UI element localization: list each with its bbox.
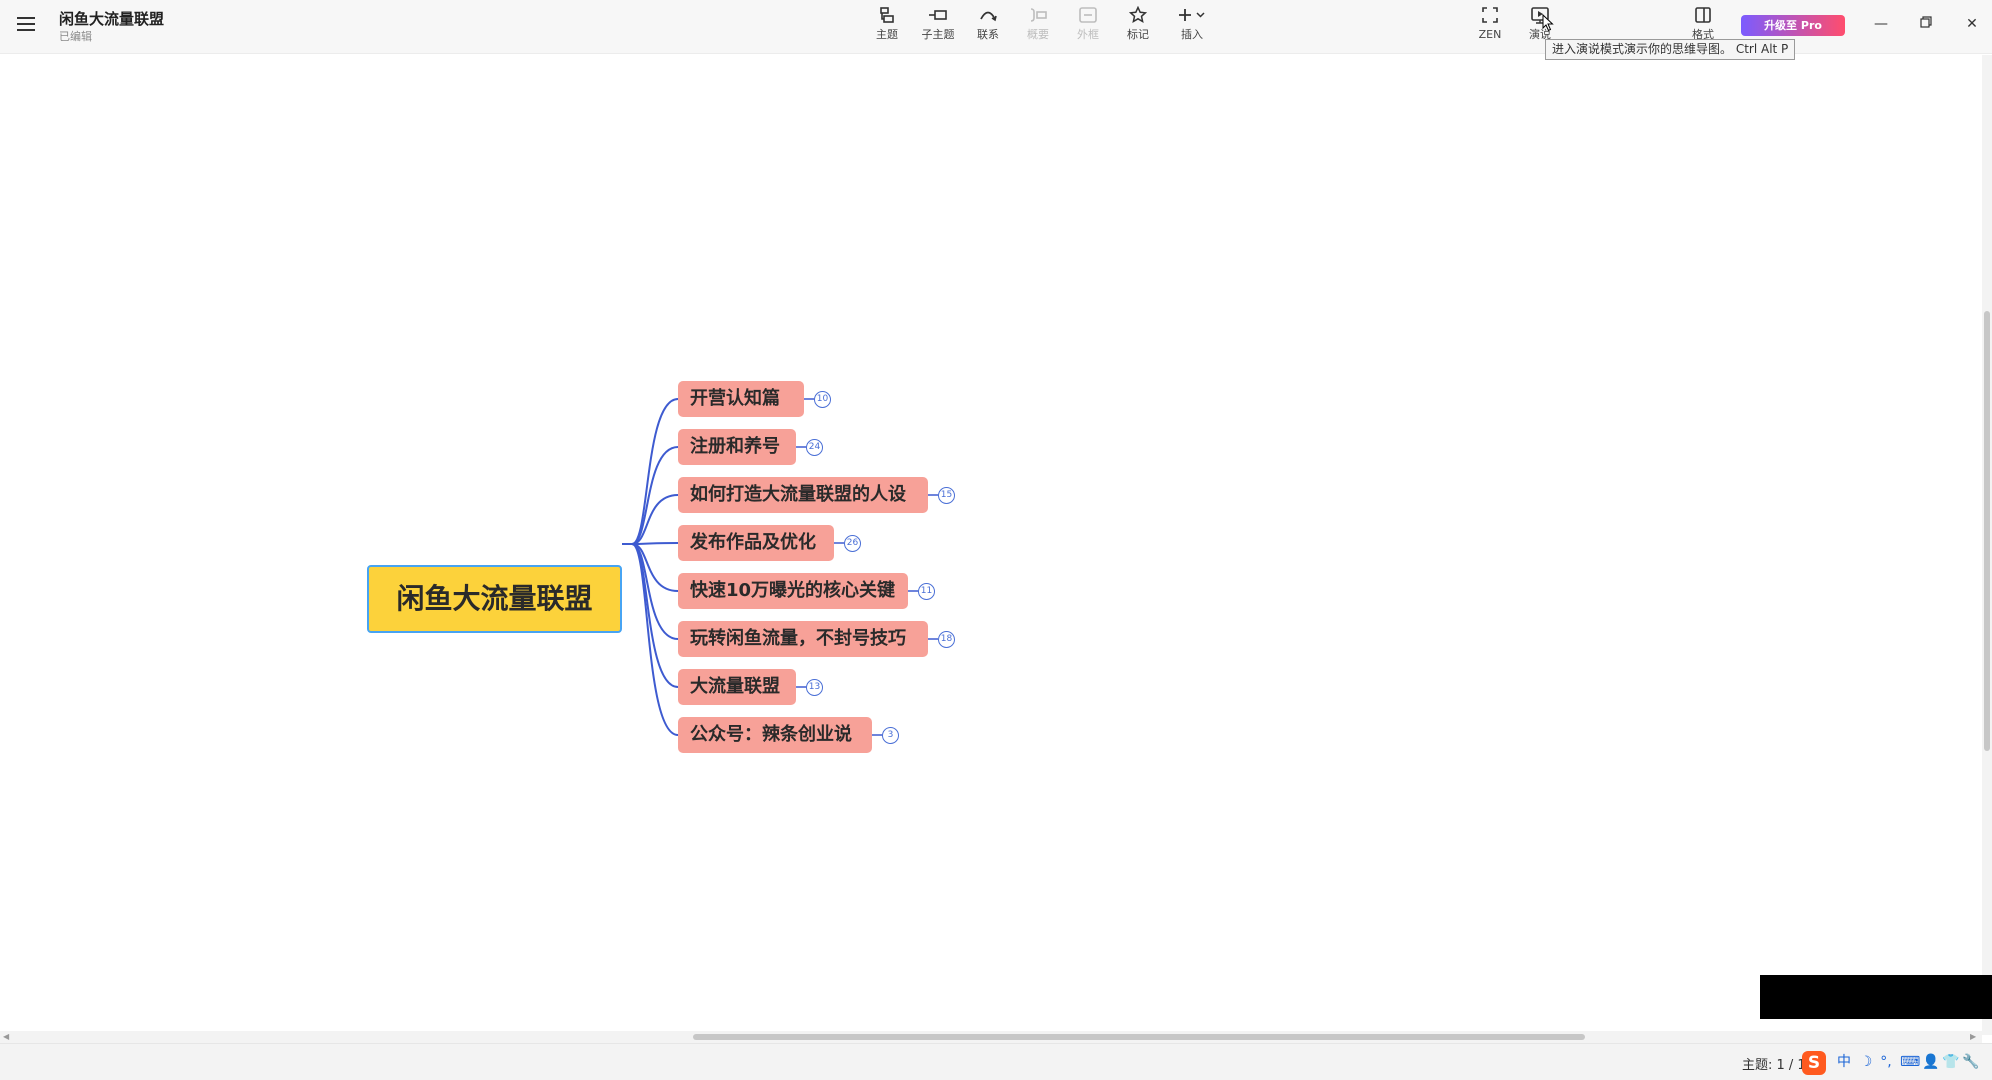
marker-button[interactable]: 标记 [1112,5,1164,48]
wrench-icon[interactable]: 🔧 [1962,1054,1980,1070]
keyboard-icon[interactable]: ⌨ [1900,1054,1921,1070]
collapsed-count-badge[interactable]: 13 [806,678,823,696]
horizontal-scrollbar[interactable]: ◀ ▶ [0,1031,1982,1043]
mindmap-canvas[interactable]: 闲鱼大流量联盟 开营认知篇 10 注册和养号 24 如何打造大流量联盟的人设 15 发布作品… [0,55,1982,1035]
topic-label: 主题 [876,28,898,41]
summary-button[interactable]: 概要 [1012,6,1064,48]
branch-topic[interactable]: 发布作品及优化 [678,525,834,561]
mouse-pointer-icon [1542,14,1554,32]
branch-topic[interactable]: 如何打造大流量联盟的人设 [678,477,928,513]
status-bar: 主题: 1 / 1 S 中 ☽ °, ⌨ 👤 👕 🔧 [0,1043,1992,1080]
scroll-right-icon[interactable]: ▶ [1970,1032,1977,1041]
collapsed-count-badge[interactable]: 11 [918,582,935,600]
vertical-scrollbar[interactable] [1982,55,1992,1035]
present-mode-button[interactable]: 演说 [1514,6,1566,48]
scroll-left-icon[interactable]: ◀ [3,1032,10,1041]
plus-icon [1166,6,1218,28]
format-panel-icon [1677,6,1729,28]
boundary-label: 外框 [1077,28,1099,41]
boundary-button[interactable]: 外框 [1062,6,1114,48]
insert-topic-button[interactable]: 主题 [861,6,913,48]
vertical-scroll-thumb[interactable] [1984,311,1990,751]
zen-label: ZEN [1478,28,1502,41]
branch-topic[interactable]: 大流量联盟 [678,669,796,705]
fullscreen-icon [1464,6,1516,28]
connector-lines [622,398,938,736]
central-topic[interactable]: 闲鱼大流量联盟 [367,565,622,633]
insert-subtopic-button[interactable]: 子主题 [912,6,964,48]
top-toolbar: 闲鱼大流量联盟 已编辑 主题 子主题 联系 概要 外框 标记 [0,0,1992,54]
format-label: 格式 [1692,28,1714,41]
ime-language-toggle[interactable]: 中 [1837,1054,1851,1070]
collapsed-count-badge[interactable]: 15 [938,486,955,504]
upgrade-pro-button[interactable]: 升级至 Pro [1741,15,1845,36]
horizontal-scroll-thumb[interactable] [693,1034,1585,1040]
user-icon[interactable]: 👤 [1922,1054,1940,1070]
collapsed-count-badge[interactable]: 3 [882,726,899,744]
collapsed-count-badge[interactable]: 24 [806,438,823,456]
present-tooltip: 进入演说模式演示你的思维导图。 Ctrl Alt P [1545,39,1796,60]
summary-label: 概要 [1027,28,1049,41]
subtopic-label: 子主题 [921,28,955,41]
insert-label: 插入 [1181,28,1203,41]
branch-connector [631,494,679,545]
restore-window-icon[interactable] [1914,12,1938,36]
topic-count: 主题: 1 / 1 [1742,1058,1806,1073]
collapsed-count-badge[interactable]: 10 [814,390,831,408]
branch-topic[interactable]: 注册和养号 [678,429,796,465]
document-title: 闲鱼大流量联盟 [59,10,165,28]
branch-topic[interactable]: 开营认知篇 [678,381,804,417]
format-panel-button[interactable]: 格式 [1677,6,1729,48]
insert-menu-button[interactable]: 插入 [1166,6,1218,48]
branch-topic[interactable]: 快速10万曝光的核心关键 [678,573,908,609]
branch-topic[interactable]: 玩转闲鱼流量，不封号技巧 [678,621,928,657]
branch-connector [631,543,679,736]
relationship-label: 联系 [977,28,999,41]
branch-topic[interactable]: 公众号：辣条创业说 [678,717,872,753]
minimize-icon[interactable]: — [1874,16,1888,32]
document-status: 已编辑 [59,30,92,43]
boundary-box-icon [1062,6,1114,28]
collapsed-count-badge[interactable]: 18 [938,630,955,648]
sogou-ime-icon[interactable]: S [1802,1051,1826,1075]
moon-icon[interactable]: ☽ [1859,1054,1873,1070]
subtopic-icon [912,6,964,28]
shirt-icon[interactable]: 👕 [1942,1054,1960,1070]
relationship-curve-icon [962,6,1014,28]
relationship-button[interactable]: 联系 [962,6,1014,48]
summary-bracket-icon [1012,6,1064,28]
present-label: 演说 [1529,28,1551,41]
zen-mode-button[interactable]: ZEN [1464,6,1516,48]
play-screen-icon [1514,6,1566,28]
star-icon [1112,5,1164,28]
collapsed-count-badge[interactable]: 26 [844,534,861,552]
punctuation-icon[interactable]: °, [1880,1054,1892,1070]
branch-connector [631,542,679,545]
hamburger-icon[interactable] [17,17,35,31]
black-overlay-block [1760,975,1992,1019]
topic-icon [861,6,913,28]
close-icon[interactable]: ✕ [1966,16,1978,32]
branch-connector [631,398,679,545]
branch-connector [631,446,679,545]
marker-label: 标记 [1127,28,1149,41]
